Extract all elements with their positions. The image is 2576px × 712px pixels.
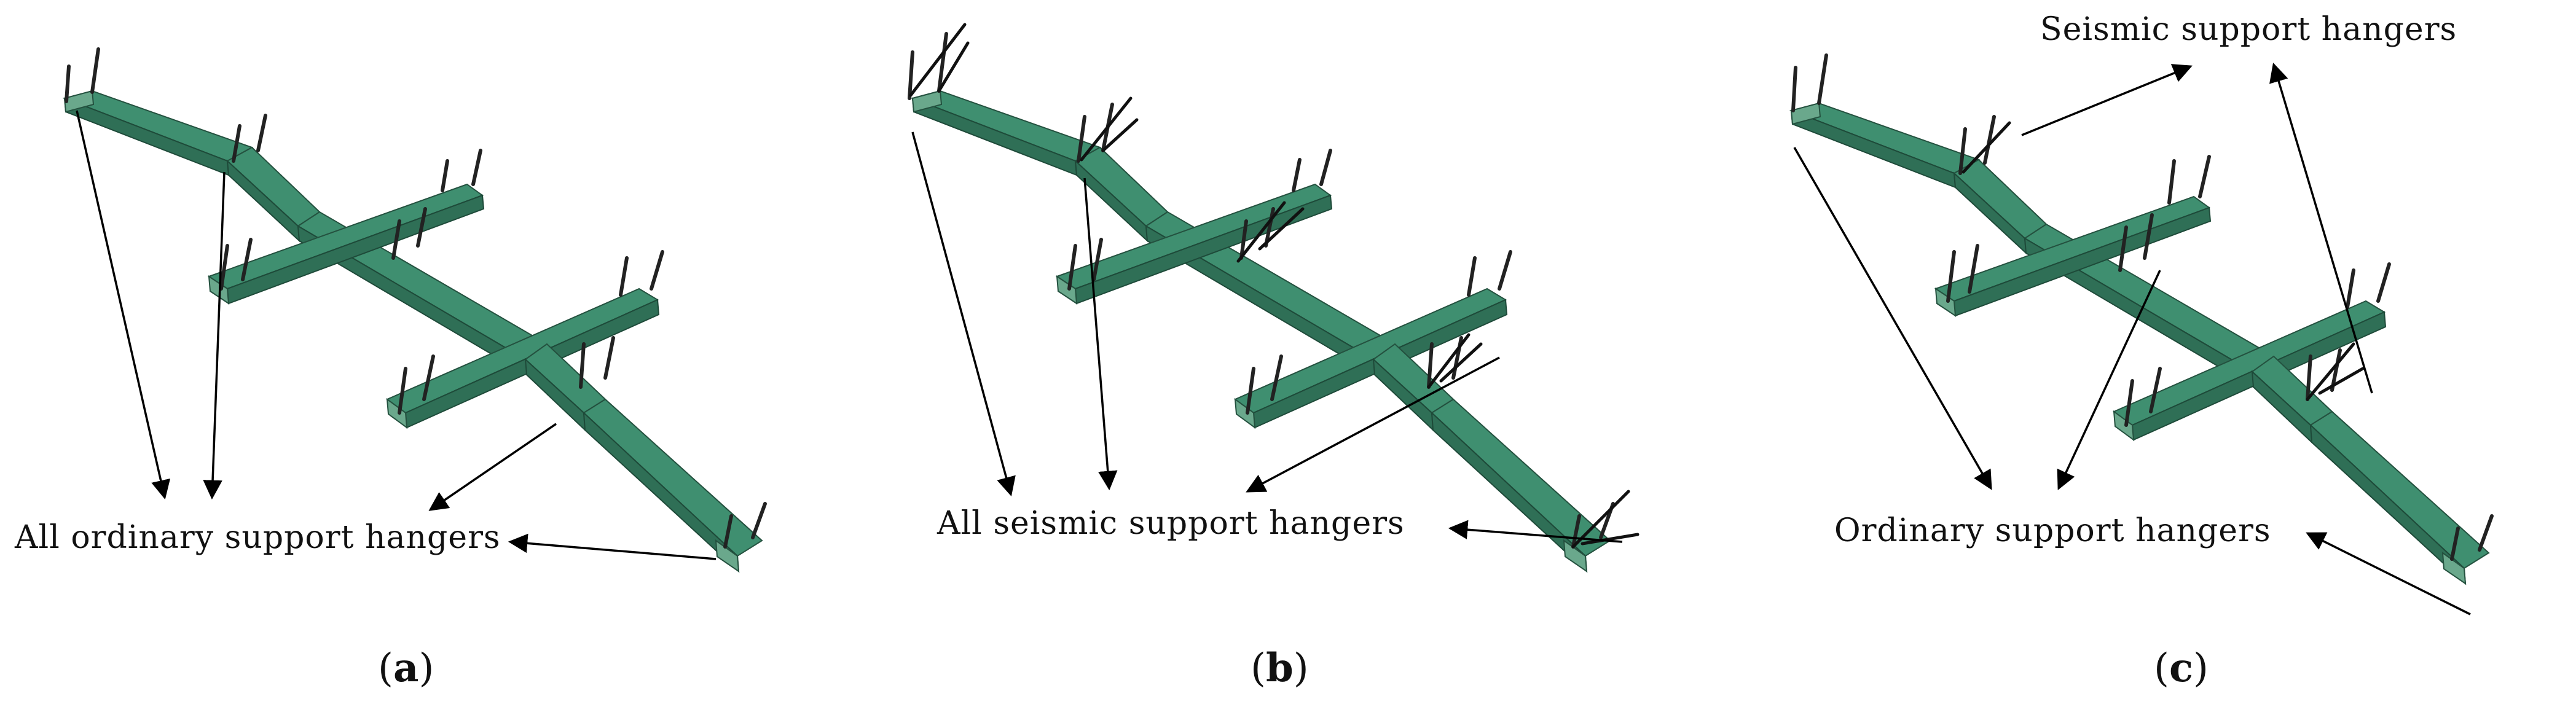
panel-b: All seismic support hangers (b) [860, 0, 1721, 712]
caption-a: (a) [378, 645, 434, 691]
duct-drawing-c [1791, 53, 2494, 616]
label-seismic-support-hangers: Seismic support hangers [2040, 11, 2457, 48]
label-all-seismic-support-hangers: All seismic support hangers [937, 505, 1405, 542]
duct-drawing-b [908, 23, 1639, 572]
caption-b: (b) [1251, 645, 1309, 691]
caption-letter-c: c [2169, 645, 2193, 691]
caption-letter-b: b [1265, 645, 1294, 691]
caption-letter-a: a [393, 645, 419, 691]
caption-c: (c) [2154, 645, 2209, 691]
panel-c: Seismic support hangers Ordinary support… [1721, 0, 2576, 712]
label-all-ordinary-support-hangers: All ordinary support hangers [15, 519, 501, 556]
label-ordinary-support-hangers: Ordinary support hangers [1834, 512, 2271, 549]
panel-a: All ordinary support hangers (a) [0, 0, 860, 712]
mixed-hangers-c [1791, 53, 2494, 561]
seismic-hangers-b [908, 23, 1639, 549]
ordinary-hangers-a [65, 47, 767, 549]
duct-drawing-a [64, 47, 767, 572]
